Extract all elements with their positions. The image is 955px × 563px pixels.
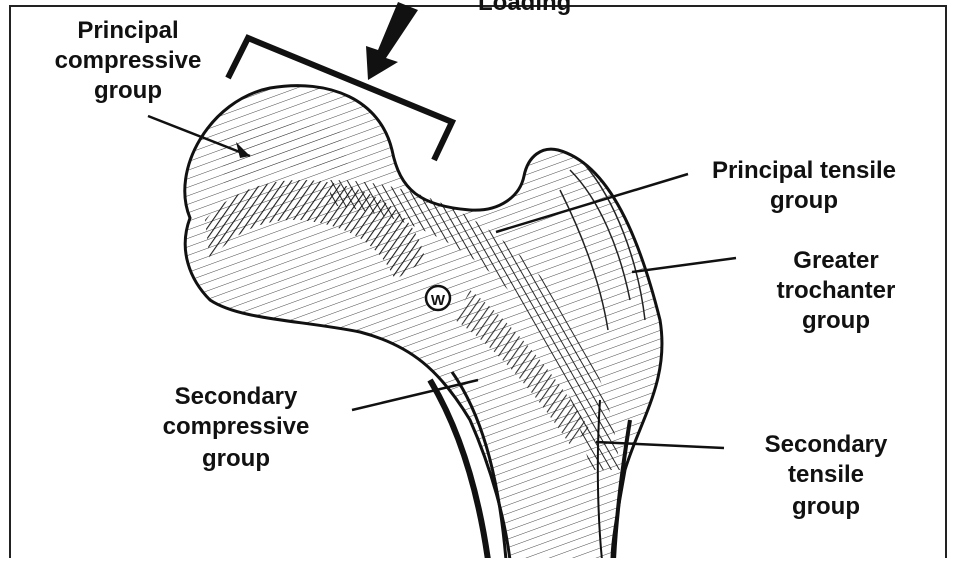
svg-text:Greater: Greater <box>793 247 878 274</box>
svg-text:Principal tensile: Principal tensile <box>712 157 896 184</box>
svg-text:group: group <box>770 187 838 214</box>
label-principal-tensile: Principal tensile group <box>712 157 896 214</box>
svg-text:group: group <box>94 77 162 104</box>
svg-text:Secondary: Secondary <box>765 431 888 458</box>
loading-arrow: Loading <box>366 0 571 80</box>
svg-text:trochanter: trochanter <box>777 277 896 304</box>
svg-text:compressive: compressive <box>55 47 202 74</box>
wards-marker-label: W <box>431 292 446 309</box>
svg-text:group: group <box>202 445 270 472</box>
svg-text:group: group <box>792 493 860 520</box>
svg-text:group: group <box>802 307 870 334</box>
label-secondary-tensile: Secondary tensile group <box>765 431 888 520</box>
wards-triangle-marker: W <box>426 286 450 310</box>
svg-text:Principal: Principal <box>77 17 178 44</box>
leader-greater-trochanter <box>632 258 736 272</box>
label-greater-trochanter: Greater trochanter group <box>777 247 896 334</box>
svg-text:compressive: compressive <box>163 413 310 440</box>
label-secondary-compressive: Secondary compressive group <box>163 383 310 472</box>
label-principal-compressive: Principal compressive group <box>55 17 202 104</box>
loading-label: Loading <box>478 0 571 16</box>
svg-text:tensile: tensile <box>788 461 864 488</box>
svg-text:Secondary: Secondary <box>175 383 298 410</box>
